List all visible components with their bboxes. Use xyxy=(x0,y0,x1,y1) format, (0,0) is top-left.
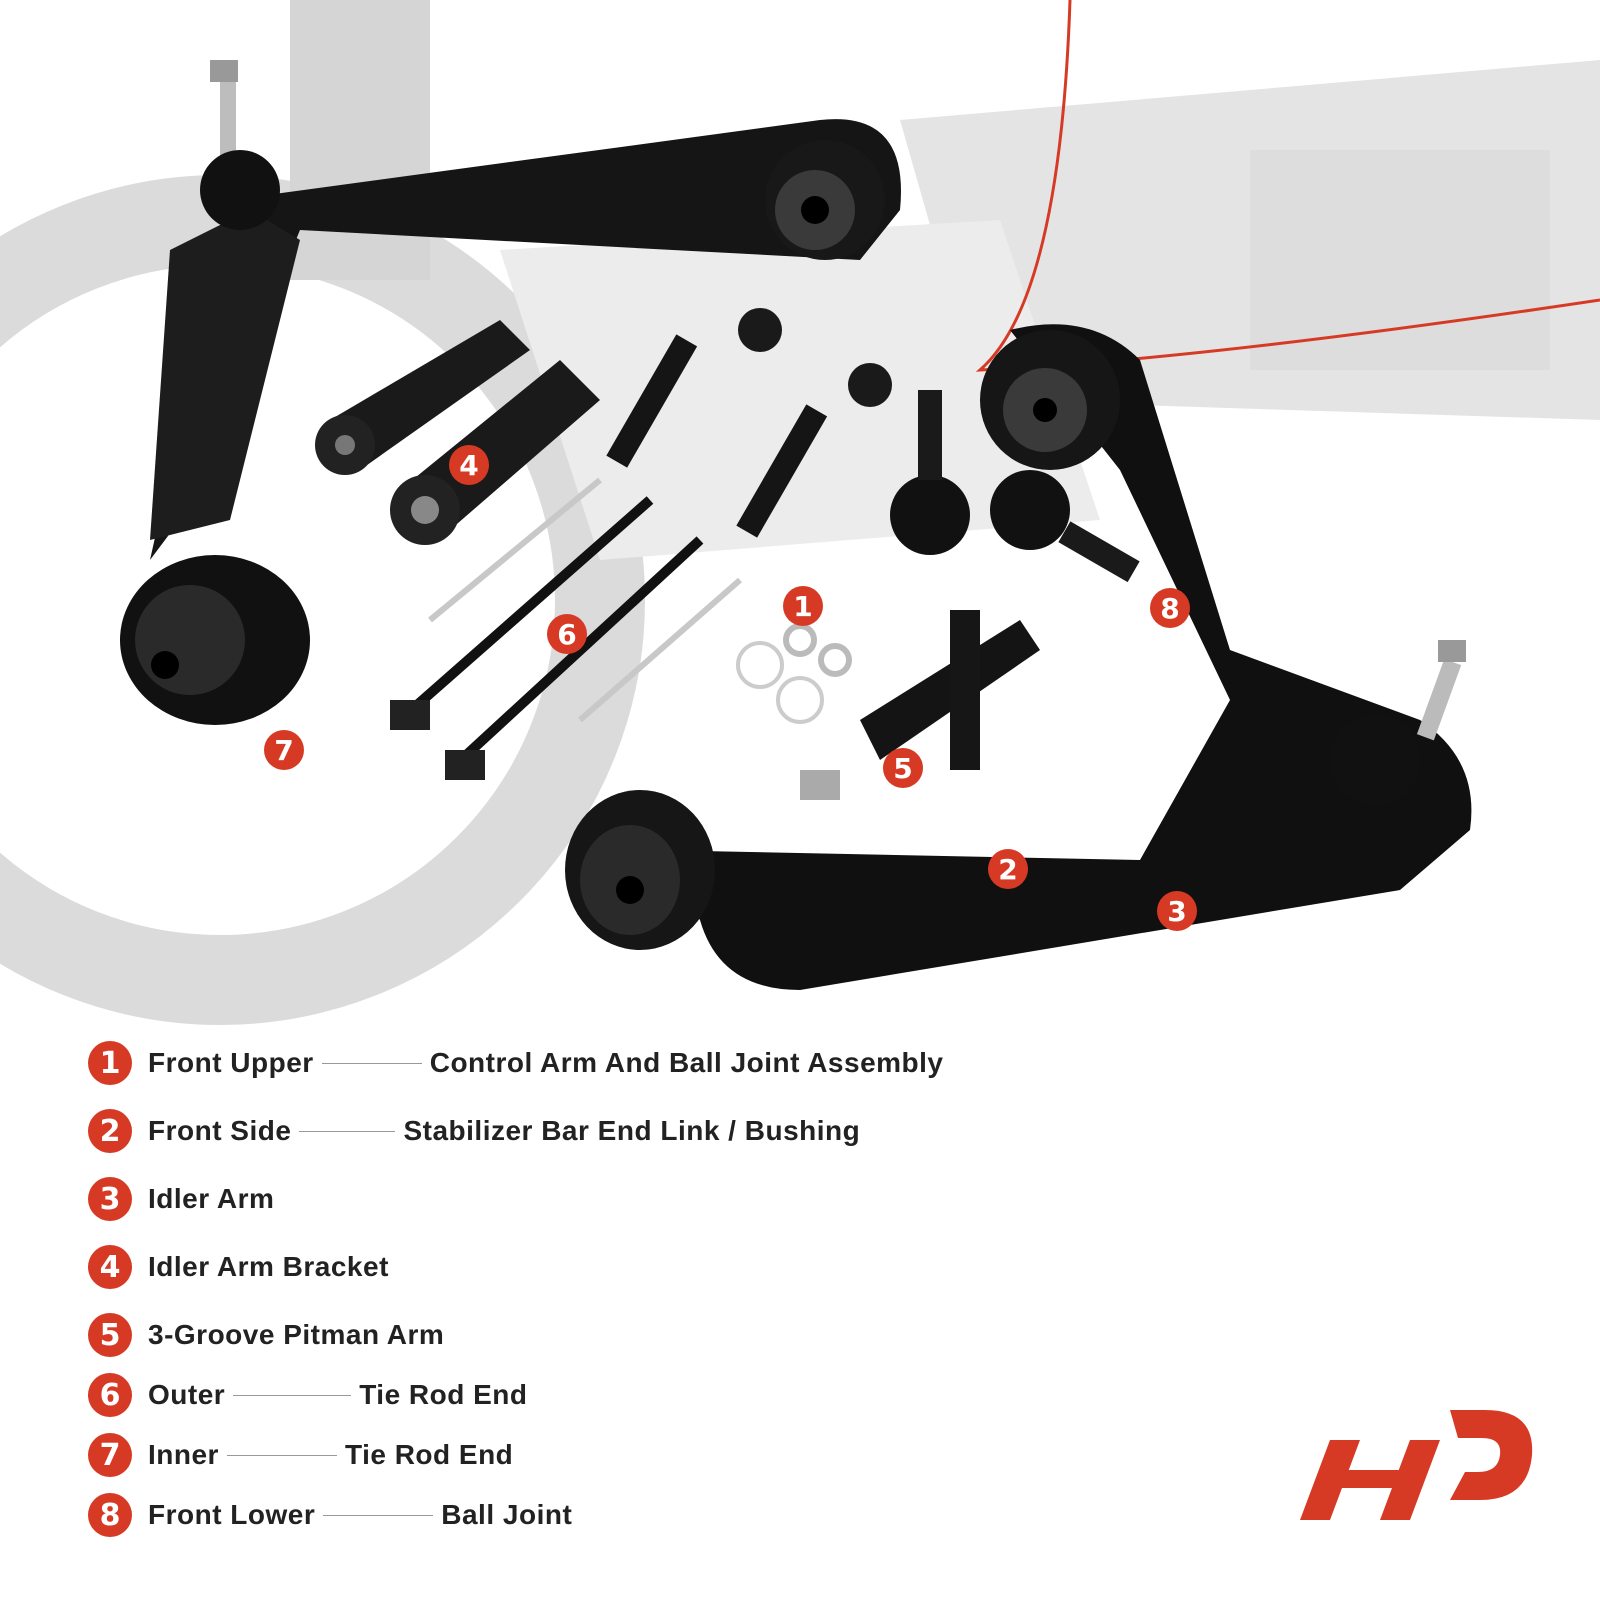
legend-number-4: 4 xyxy=(88,1245,132,1289)
callout-5: 5 xyxy=(883,748,923,788)
legend-number-8: 8 xyxy=(88,1493,132,1537)
legend-connector-7 xyxy=(226,1454,337,1456)
legend-row-4: 4 Idler Arm Bracket xyxy=(88,1244,389,1290)
legend-row-1: 1 Front Upper Control Arm And Ball Joint… xyxy=(88,1040,944,1086)
legend-number-5: 5 xyxy=(88,1313,132,1357)
legend-left-4: Idler Arm Bracket xyxy=(148,1251,389,1282)
product-photo: 1 2 3 4 5 6 7 8 xyxy=(0,0,1600,1025)
callout-8: 8 xyxy=(1150,588,1190,628)
legend-number-2: 2 xyxy=(88,1109,132,1153)
callout-1: 1 xyxy=(783,586,823,626)
tie-rod-ends xyxy=(606,308,892,538)
legend-right-8: Ball Joint xyxy=(441,1499,573,1530)
legend-right-6: Tie Rod End xyxy=(359,1379,528,1410)
legend-left-2: Front Side xyxy=(148,1115,292,1146)
legend-row-6: 6 Outer Tie Rod End xyxy=(88,1372,528,1418)
legend-number-7: 7 xyxy=(88,1433,132,1477)
brand-logo-icon xyxy=(1300,1410,1533,1520)
brand-logo xyxy=(1300,1410,1540,1530)
callout-2: 2 xyxy=(988,849,1028,889)
legend-number-1: 1 xyxy=(88,1041,132,1085)
legend-number-6: 6 xyxy=(88,1373,132,1417)
legend-row-2: 2 Front Side Stabilizer Bar End Link / B… xyxy=(88,1108,860,1154)
legend-row-8: 8 Front Lower Ball Joint xyxy=(88,1492,572,1538)
legend-left-5: 3-Groove Pitman Arm xyxy=(148,1319,445,1350)
legend-right-7: Tie Rod End xyxy=(344,1439,514,1470)
legend-right-1: Control Arm And Ball Joint Assembly xyxy=(429,1047,944,1078)
upper-control-arm-left xyxy=(120,60,901,725)
legend-row-3: 3 Idler Arm xyxy=(88,1176,274,1222)
legend-connector-1 xyxy=(321,1062,422,1064)
callout-7: 7 xyxy=(264,730,304,770)
legend-left-1: Front Upper xyxy=(148,1047,314,1078)
legend-left-8: Front Lower xyxy=(148,1499,316,1530)
control-arm-right xyxy=(565,324,1472,990)
legend-connector-8 xyxy=(323,1514,434,1516)
suspension-parts-illustration xyxy=(0,0,1600,1025)
callout-3: 3 xyxy=(1157,891,1197,931)
pitman-idler-arm-parts xyxy=(315,320,600,545)
legend-row-5: 5 3-Groove Pitman Arm xyxy=(88,1312,444,1358)
legend-connector-2 xyxy=(299,1130,396,1132)
legend-left-6: Outer xyxy=(148,1379,226,1410)
ball-joints xyxy=(800,390,1140,800)
legend-number-3: 3 xyxy=(88,1177,132,1221)
stabilizer-links xyxy=(390,477,742,780)
callout-6: 6 xyxy=(547,614,587,654)
hardware-nuts-washers xyxy=(736,623,852,724)
legend-left-3: Idler Arm xyxy=(148,1183,275,1214)
legend-row-7: 7 Inner Tie Rod End xyxy=(88,1432,513,1478)
legend-connector-6 xyxy=(233,1394,352,1396)
legend-left-7: Inner xyxy=(148,1439,219,1470)
legend-right-2: Stabilizer Bar End Link / Bushing xyxy=(403,1115,861,1146)
callout-4: 4 xyxy=(449,445,489,485)
